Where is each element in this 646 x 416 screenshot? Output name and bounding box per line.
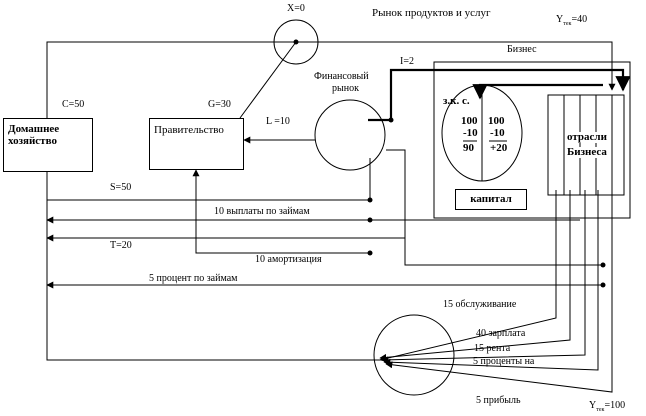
node-i	[388, 117, 394, 123]
government-box: Правительство	[149, 118, 244, 170]
household-box: Домашнее хозяйство	[3, 118, 93, 172]
service-label: 15 обслуживание	[443, 299, 517, 310]
government-label: Правительство	[154, 124, 224, 136]
node-interest	[600, 282, 606, 288]
flow-amortization	[386, 149, 603, 266]
node-loan	[367, 217, 373, 223]
flow-profit	[385, 190, 613, 393]
household-line-2: хозяйство	[8, 135, 57, 147]
zks-right-1: 100	[488, 115, 505, 127]
zks-right-3: +20	[490, 142, 508, 154]
flow-i	[368, 68, 631, 122]
industries-line-2: Бизнеса	[566, 146, 608, 158]
flow-top-loop	[46, 41, 616, 118]
loan-payments-label: 10 выплаты по займам	[214, 206, 310, 217]
node-amort	[600, 262, 606, 268]
flow-rent	[381, 190, 586, 364]
i-label: I=2	[400, 56, 414, 67]
capital-box: капитал	[455, 189, 527, 210]
zks-left-1: 100	[461, 115, 478, 127]
flow-t	[192, 169, 370, 254]
financial-market-circle	[314, 99, 386, 171]
rent-label: 15 рента	[474, 343, 511, 354]
capital-label: капитал	[470, 193, 512, 205]
s-label: S=50	[110, 182, 132, 193]
salary-label: 40 зарплата	[476, 328, 526, 339]
household-line-1: Домашнее	[8, 123, 60, 135]
node-x	[293, 39, 299, 45]
flow-g	[239, 41, 297, 119]
g-label: G=30	[208, 99, 231, 110]
flow-zks	[472, 83, 603, 100]
t-label: T=20	[110, 240, 132, 251]
zks-right-2: -10	[490, 127, 505, 139]
loan-interest-label: 5 процент по займам	[149, 273, 238, 284]
x-label: X=0	[287, 3, 305, 14]
amortization-label: 10 амортизация	[255, 254, 322, 265]
flow-household-down	[46, 172, 380, 361]
node-s	[367, 197, 373, 203]
node-t	[367, 250, 373, 256]
bottom-market-circle	[373, 314, 455, 396]
financial-market-label-1: Финансовый	[314, 71, 369, 82]
interest-on-label: 5 проценты на	[473, 356, 535, 367]
business-label: Бизнес	[507, 44, 537, 55]
y-top-label: Yтек=40	[556, 14, 588, 28]
profit-label: 5 прибыль	[476, 395, 521, 406]
y-bottom-label: Yтек=100	[589, 400, 626, 414]
l-label: L =10	[266, 116, 290, 127]
financial-market-label-2: рынок	[332, 83, 359, 94]
business-frame	[433, 61, 631, 219]
industries-line-1: отрасли	[566, 131, 608, 143]
flow-interest	[383, 190, 599, 371]
market-title: Рынок продуктов и услуг	[372, 7, 491, 19]
zks-left-2: -10	[463, 127, 478, 139]
flow-salary	[379, 190, 571, 361]
flow-service	[379, 190, 557, 362]
c-label: C=50	[62, 99, 85, 110]
zks-left-3: 90	[463, 142, 474, 154]
zks-title: з.к. с.	[443, 95, 470, 107]
industries-box	[547, 94, 625, 196]
